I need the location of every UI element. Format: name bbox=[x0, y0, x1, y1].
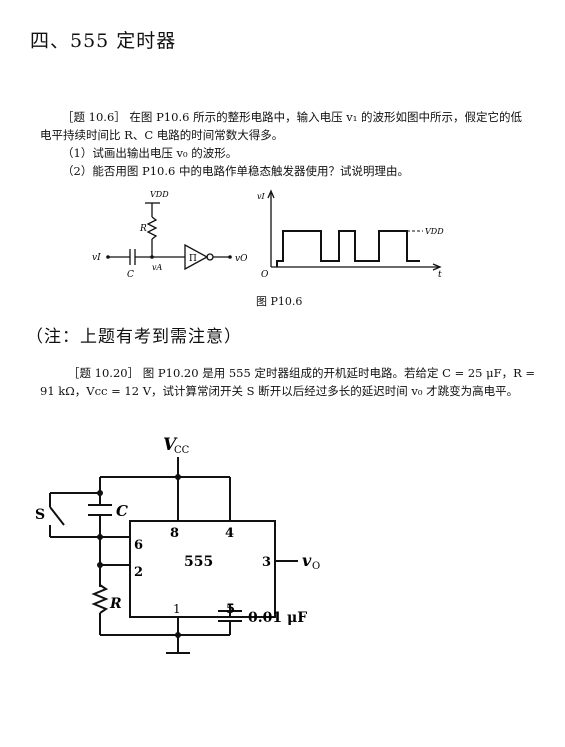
q1-line1: ［题 10.6］ 在图 P10.6 所示的整形电路中，输入电压 v₁ 的波形如图… bbox=[62, 110, 522, 124]
vdd-label: VDD bbox=[150, 190, 169, 199]
chip-label: 555 bbox=[184, 554, 213, 570]
vo-label: vO bbox=[235, 254, 248, 264]
resistor-r-label: R bbox=[109, 596, 122, 612]
waveform-origin: O bbox=[261, 270, 269, 280]
vcc-label: V bbox=[163, 435, 178, 455]
q1-line4: （2）能否用图 P10.6 中的电路作单稳态触发器使用？试说明理由。 bbox=[62, 164, 409, 178]
waveform-x-label: t bbox=[438, 270, 442, 280]
switch-label: S bbox=[35, 507, 45, 523]
va-label: vA bbox=[152, 263, 163, 272]
vo-output-label: v bbox=[302, 551, 312, 570]
pin-5-label: 5 bbox=[226, 602, 235, 617]
section-title: 四、555 定时器 bbox=[30, 30, 177, 52]
capacitor-c-label: C bbox=[116, 502, 128, 520]
pin-1-label: 1 bbox=[173, 602, 181, 616]
q2-line1: ［题 10.20］ 图 P10.20 是用 555 定时器组成的开机延时电路。若… bbox=[68, 366, 536, 380]
q1-line3: （1）试画出输出电压 v₀ 的波形。 bbox=[62, 146, 238, 160]
schmitt-symbol: Π bbox=[189, 254, 197, 264]
q2-line2: 91 kΩ，Vcc = 12 V，试计算常闭开关 S 断开以后经过多长的延迟时间… bbox=[40, 384, 519, 398]
pin-4-label: 4 bbox=[225, 526, 234, 541]
waveform-y-label: vI bbox=[257, 192, 266, 201]
pin-3-label: 3 bbox=[262, 555, 271, 570]
pin-6-label: 6 bbox=[134, 538, 143, 553]
capacitor-label: C bbox=[127, 270, 134, 280]
vi-label: vI bbox=[92, 253, 101, 263]
note-text: （注：上题有考到需注意） bbox=[26, 327, 242, 347]
vcc-subscript: CC bbox=[174, 445, 190, 456]
resistor-label: R bbox=[139, 224, 147, 234]
pin-8-label: 8 bbox=[170, 526, 179, 541]
waveform-level-label: VDD bbox=[425, 227, 444, 236]
pin5-capacitor-value: 0.01 μF bbox=[248, 610, 307, 626]
input-waveform: vI O t VDD bbox=[257, 189, 444, 280]
pin-2-label: 2 bbox=[134, 565, 143, 580]
shaping-circuit-diagram: VDD R vI C vA Π vO bbox=[92, 190, 248, 280]
figure-caption: 图 P10.6 bbox=[256, 295, 303, 308]
q1-line2: 电平持续时间比 R、C 电路的时间常数大得多。 bbox=[40, 128, 284, 142]
timer-555-circuit: V CC S C R 8 4 6 2 1 5 3 555 v O 0.01 μF bbox=[35, 435, 320, 654]
vo-output-subscript: O bbox=[312, 561, 320, 572]
